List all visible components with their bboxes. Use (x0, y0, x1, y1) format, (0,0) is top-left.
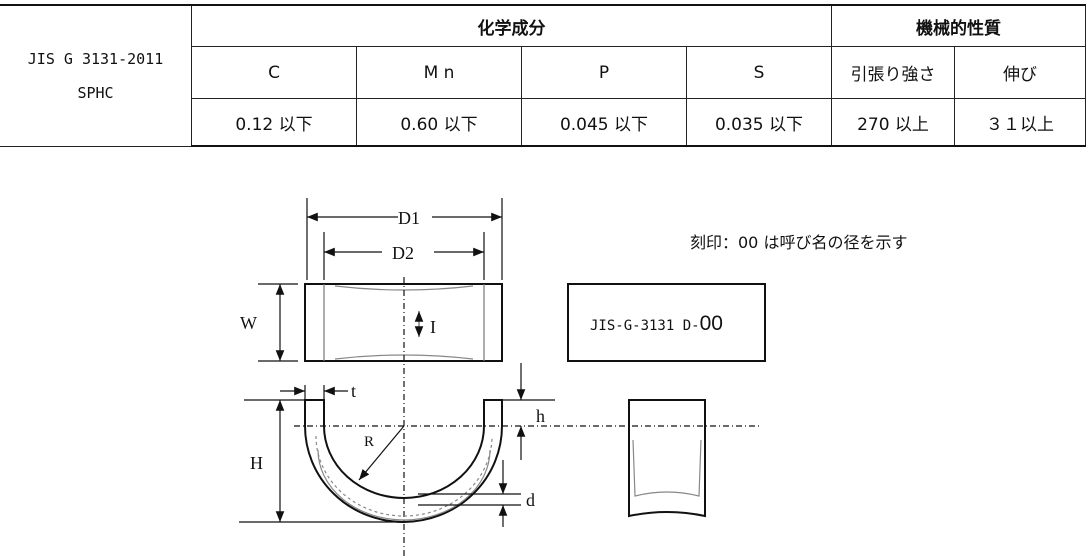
col-mn: M n (356, 46, 522, 99)
col-elongation: 伸び (954, 46, 1086, 99)
label-h-small: h (536, 406, 545, 426)
col-s: S (686, 46, 832, 99)
value-mn: 0.60 以下 (356, 98, 522, 147)
value-s: 0.035 以下 (686, 98, 832, 147)
stamp-text: JIS-G-3131 D-00 (590, 312, 723, 336)
label-i: I (430, 317, 436, 337)
stamp-number: 00 (699, 312, 723, 335)
chemical-composition-header: 化学成分 (191, 4, 832, 47)
standard-code: JIS G 3131-2011 (27, 49, 164, 68)
grade: SPHC (77, 83, 114, 102)
label-t: t (351, 381, 356, 401)
stamp-note: 刻印：00 は呼び名の径を示す (690, 233, 908, 252)
stamp-prefix: JIS-G-3131 D- (590, 318, 700, 334)
standard-cell: JIS G 3131-2011 SPHC (0, 4, 192, 147)
col-p: P (521, 46, 687, 99)
label-d: d (526, 490, 535, 510)
value-elongation: ３１以上 (954, 98, 1086, 147)
label-r: R (364, 434, 374, 450)
label-w: W (240, 313, 257, 333)
value-tensile: 270 以上 (831, 98, 955, 147)
label-d1: D1 (398, 208, 420, 228)
col-tensile: 引張り強さ (831, 46, 955, 99)
col-c: C (191, 46, 357, 99)
label-h-height: H (250, 453, 263, 473)
mechanical-properties-header: 機械的性質 (831, 4, 1086, 47)
spec-table: JIS G 3131-2011 SPHC 化学成分 機械的性質 C M n P … (0, 4, 1086, 147)
value-c: 0.12 以下 (191, 98, 357, 147)
label-d2: D2 (392, 243, 414, 263)
value-p: 0.045 以下 (521, 98, 687, 147)
